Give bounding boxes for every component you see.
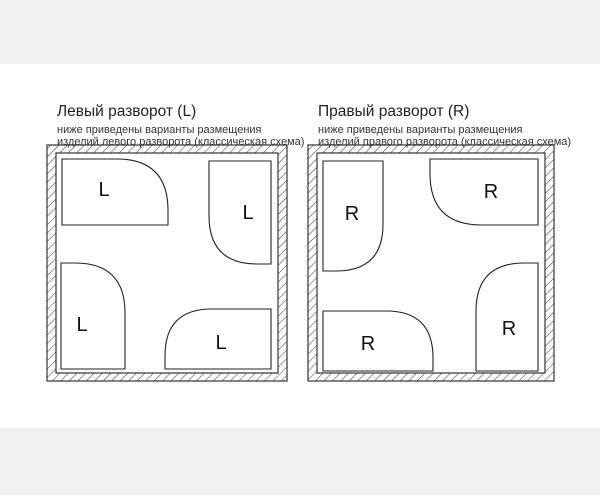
- right-tray-top-right: [429, 158, 539, 226]
- right-tray-bottom-right: [475, 262, 539, 372]
- right-wall-outer: [307, 144, 555, 382]
- left-tray-bottom-right-letter: L: [215, 332, 226, 354]
- left-tray-bottom-left: [60, 262, 126, 370]
- right-tray-top-left-letter: R: [345, 203, 359, 225]
- right-room: R R R R: [307, 144, 555, 382]
- left-tray-top-left-letter: L: [98, 179, 109, 201]
- left-panel-title: Левый разворот (L): [57, 103, 197, 120]
- left-wall-outer: [46, 144, 288, 382]
- top-band: [0, 0, 600, 64]
- right-panel-title: Правый разворот (R): [318, 103, 470, 120]
- left-tray-bottom-right: [164, 308, 272, 370]
- left-tray-top-left: [61, 158, 169, 226]
- left-tray-bottom-left-letter: L: [76, 314, 87, 336]
- bottom-band: [0, 428, 600, 495]
- right-tray-bottom-left-letter: R: [361, 333, 375, 355]
- right-tray-bottom-right-letter: R: [502, 318, 516, 340]
- left-tray-top-right: [208, 160, 272, 265]
- left-room: L L L L: [46, 144, 288, 382]
- left-tray-top-right-letter: L: [242, 202, 253, 224]
- right-tray-bottom-left: [322, 310, 434, 372]
- right-panel-desc-line1: ниже приведены варианты размещения: [318, 123, 523, 136]
- left-panel-desc-line1: ниже приведены варианты размещения: [57, 123, 262, 136]
- right-tray-top-left: [322, 160, 384, 272]
- right-tray-top-right-letter: R: [484, 181, 498, 203]
